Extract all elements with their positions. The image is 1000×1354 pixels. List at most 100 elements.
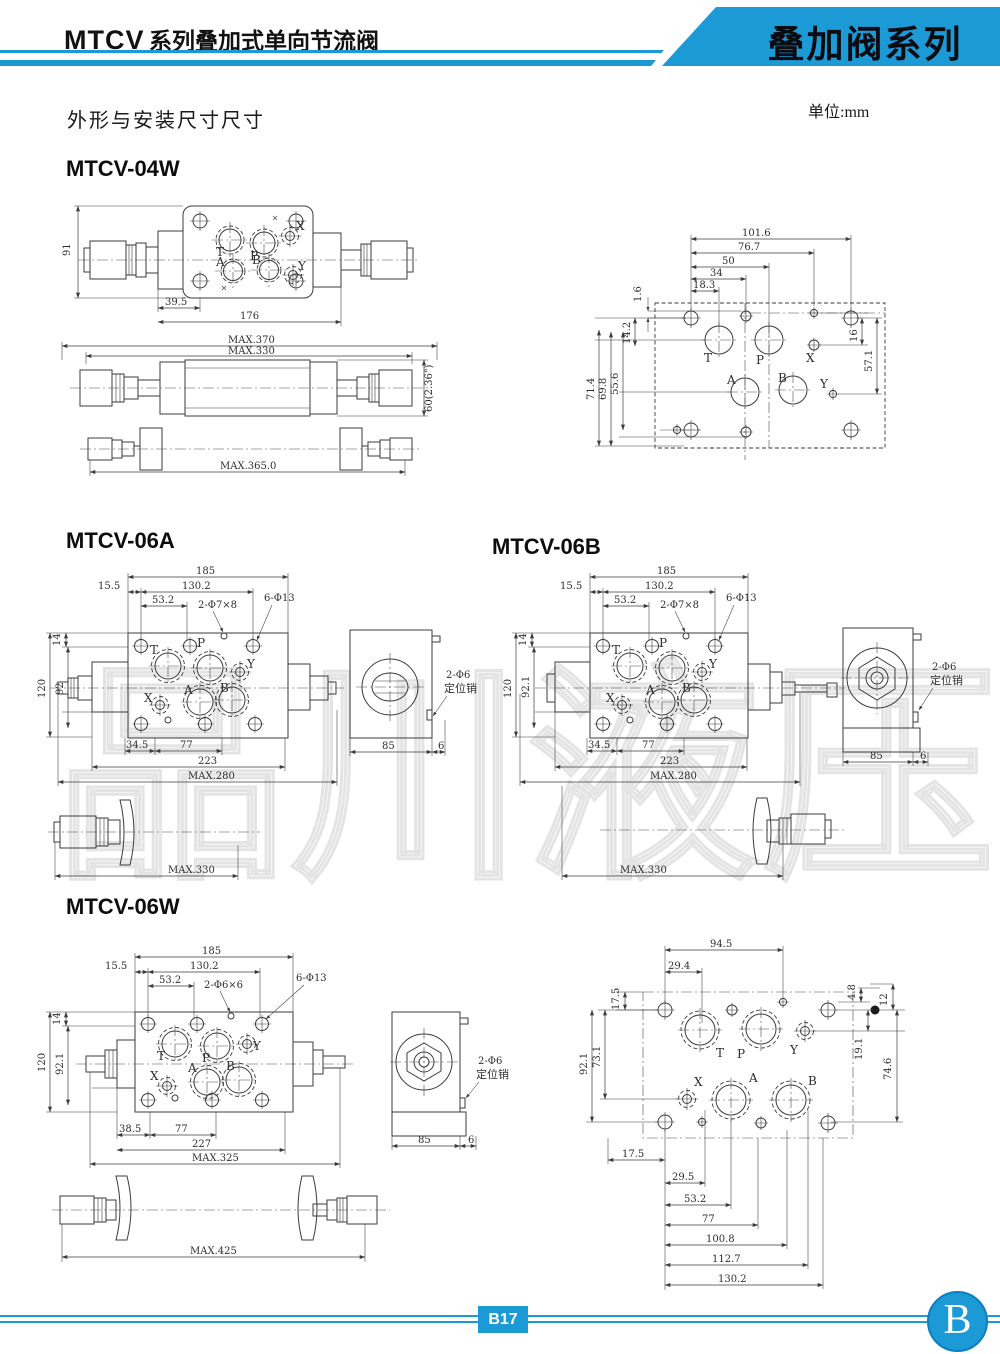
- port-label-y: Y: [252, 1039, 262, 1053]
- dim-06b-77: 77: [642, 740, 655, 751]
- dim-06w-92_1: 92.1: [55, 1053, 66, 1075]
- dim-04w-height: 91: [62, 243, 73, 256]
- dim-06wf-73_1: 73.1: [592, 1046, 603, 1068]
- dim-06a-120: 120: [37, 679, 48, 698]
- dim-06b-max330: MAX.330: [620, 865, 667, 876]
- dim-06b-120: 120: [503, 679, 514, 698]
- section-tab-b: B: [927, 1291, 988, 1352]
- dim-06wf-100_8: 100.8: [706, 1234, 735, 1245]
- dim-04wf-101_6: 101.6: [742, 228, 771, 239]
- dim-06b-185: 185: [657, 566, 676, 577]
- dim-06w-15_5: 15.5: [105, 961, 127, 972]
- dim-06wf-53_2: 53.2: [684, 1194, 706, 1205]
- port-label-p: P: [737, 1047, 745, 1061]
- dim-06w-14: 14: [52, 1012, 63, 1025]
- mtcv-06a-knob-view: MAX.330: [48, 799, 260, 880]
- mtcv-06b-knob-view: MAX.330: [561, 786, 845, 880]
- dim-04w-39_5: 39.5: [165, 297, 187, 308]
- dim-06a-14: 14: [52, 633, 63, 646]
- unit-label: 单位:mm: [808, 104, 870, 121]
- dim-06w-77: 77: [175, 1124, 188, 1135]
- dim-06b-bolt-holes: 6-Φ13: [726, 593, 757, 604]
- dim-04wf-76_7: 76.7: [738, 242, 760, 253]
- dim-04wf-69_8: 69.8: [598, 378, 609, 400]
- dim-06a-185: 185: [196, 566, 215, 577]
- dim-06b-14: 14: [518, 633, 529, 646]
- dim-06wf-4_8: 4.8: [847, 984, 858, 1000]
- section-title-mtcv-06a: MTCV-06A: [66, 528, 175, 553]
- port-label-t: T: [157, 1049, 165, 1063]
- dim-06a-15_5: 15.5: [98, 581, 120, 592]
- mtcv-04w-mounting-face: 101.6 76.7 50 34 18.3 1.6 71.4 69.8 55.6…: [586, 228, 886, 460]
- mtcv-06b-front-view: 185 15.5 130.2 53.2 2-Φ7×8 6-Φ13 T P Y X…: [503, 566, 845, 786]
- dim-04w-max370: MAX.370: [228, 335, 275, 346]
- port-label-t: T: [716, 1046, 724, 1060]
- dim-06b-53_2: 53.2: [614, 595, 636, 606]
- port-label-b: B: [808, 1074, 817, 1088]
- dim-06a-92: 92: [55, 682, 66, 695]
- port-label-b: B: [778, 371, 787, 385]
- dim-06a-bolt-holes: 6-Φ13: [264, 593, 295, 604]
- dim-06wf-112_7: 112.7: [712, 1254, 741, 1265]
- dim-06wf-19_1: 19.1: [854, 1038, 865, 1060]
- port-label-p: P: [202, 1051, 210, 1065]
- port-label-t: T: [612, 643, 620, 657]
- dim-06b-92_1: 92.1: [521, 676, 532, 698]
- pin-label-qty: 2-Φ6: [478, 1056, 502, 1067]
- header-rule-thin: [0, 50, 1000, 53]
- dim-04wf-55_6: 55.6: [610, 373, 621, 395]
- pin-label-qty: 2-Φ6: [932, 662, 956, 673]
- dim-06w-max425: MAX.425: [190, 1246, 237, 1257]
- dim-06w-6: 6: [468, 1135, 474, 1146]
- subtitle: 外形与安装尺寸尺寸: [67, 110, 265, 132]
- port-label-x: X: [606, 691, 615, 705]
- dim-06a-130_2: 130.2: [182, 581, 211, 592]
- dim-06a-77: 77: [180, 740, 193, 751]
- dim-06wf-12: 12: [879, 993, 890, 1006]
- series-badge: 叠加阀系列: [767, 25, 963, 66]
- dim-06wf-74_6: 74.6: [883, 1058, 894, 1080]
- dim-06w-130_2: 130.2: [190, 961, 219, 972]
- dim-06wf-17_5-left: 17.5: [611, 988, 622, 1010]
- dim-06a-max330: MAX.330: [168, 865, 215, 876]
- mtcv-06b-side-view: 2-Φ6 定位销 85 6: [841, 627, 963, 766]
- pin-label-name: 定位销: [444, 681, 477, 695]
- mtcv-06a-front-view: 185 15.5 130.2 53.2 2-Φ7×8 6-Φ13 T P Y X…: [37, 566, 344, 786]
- mtcv-04w-side-view: MAX.370 MAX.330 60(2.36"): [61, 335, 438, 476]
- dim-06b-6: 6: [920, 751, 926, 762]
- dim-06a-85: 85: [382, 741, 395, 752]
- port-label-x: X: [806, 351, 815, 365]
- port-label-y: Y: [297, 259, 307, 273]
- dim-06wf-29_5: 29.5: [672, 1172, 694, 1183]
- dim-04w-h60: 60(2.36"): [424, 365, 435, 412]
- dim-04wf-34: 34: [710, 268, 723, 279]
- dim-04wf-18_3: 18.3: [693, 280, 715, 291]
- dim-06w-185: 185: [202, 946, 221, 957]
- dim-06wf-29_4: 29.4: [668, 961, 690, 972]
- port-label-x: X: [150, 1069, 159, 1083]
- dim-06w-38_5: 38.5: [119, 1124, 141, 1135]
- port-label-y: Y: [789, 1043, 799, 1057]
- dim-06a-53_2: 53.2: [152, 595, 174, 606]
- dim-06w-120: 120: [37, 1053, 48, 1072]
- dim-04w-max330: MAX.330: [228, 346, 275, 357]
- port-label-x: X: [694, 1075, 703, 1089]
- dim-04w-176: 176: [240, 311, 259, 322]
- dim-06a-pilot-holes: 2-Φ7×8: [198, 600, 237, 611]
- mtcv-04w-top-view: T P A B X Y 91 39.5 176: [62, 205, 420, 326]
- dim-06wf-92_1: 92.1: [579, 1053, 590, 1075]
- port-label-x: X: [296, 219, 305, 233]
- port-label-a: A: [215, 255, 225, 269]
- port-label-a: A: [726, 373, 736, 387]
- port-label-a: A: [748, 1071, 758, 1085]
- mtcv-06w-mounting-face: 94.5 29.4 17.5 73.1 92.1 T P Y X A: [579, 939, 905, 1290]
- dim-06a-max280: MAX.280: [188, 771, 235, 782]
- port-label-b: B: [226, 1059, 235, 1073]
- port-label-p: P: [197, 636, 205, 650]
- dim-06b-15_5: 15.5: [560, 581, 582, 592]
- dim-06wf-77: 77: [702, 1214, 715, 1225]
- port-label-x: X: [144, 691, 153, 705]
- dim-06b-max280: MAX.280: [650, 771, 697, 782]
